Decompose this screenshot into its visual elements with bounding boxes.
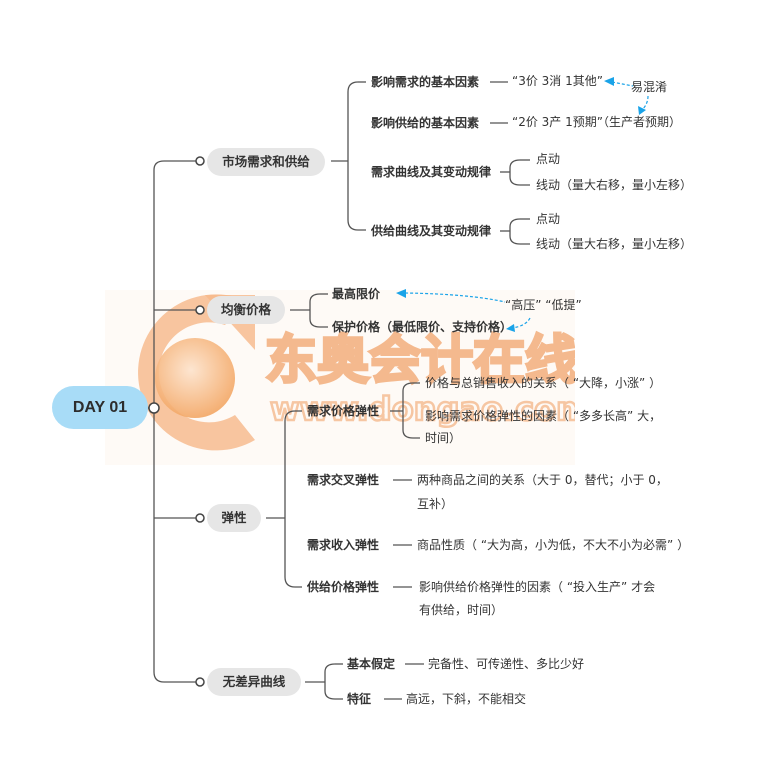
node-supply-curve[interactable]: 供给曲线及其变动规律: [371, 224, 492, 238]
node-demand-factors[interactable]: 影响需求的基本因素: [371, 75, 480, 89]
arrow-head-icon: [506, 324, 515, 332]
branch-equilibrium-price[interactable]: 均衡价格: [207, 296, 285, 324]
node-supply-factors-detail[interactable]: “2价 3产 1预期”（生产者预期）: [512, 115, 681, 129]
arrow-head-icon: [396, 289, 406, 298]
arrow-head-icon: [604, 77, 614, 86]
watermark-logo: 东奥会计在线 www.dongao.com: [105, 290, 575, 465]
node-supply-elasticity-detail[interactable]: 影响供给价格弹性的因素（ “投入生产” 才会: [419, 580, 656, 594]
node-supply-curve-shift[interactable]: 线动（量大右移，量小左移）: [536, 237, 693, 251]
node-income-elasticity-detail[interactable]: 商品性质（ “大为高，小为低，不大不小为必需” ）: [417, 538, 690, 552]
node-cross-elasticity[interactable]: 需求交叉弹性: [307, 473, 380, 487]
node-demand-curve-shift[interactable]: 线动（量大右移，量小左移）: [536, 178, 693, 192]
node-ped-factors-cont[interactable]: 时间）: [425, 431, 462, 445]
annotation-confusable: 易混淆: [631, 80, 668, 94]
arrow-head-icon: [638, 106, 646, 115]
root-node[interactable]: DAY 01: [52, 386, 148, 429]
branch-indifference-curve[interactable]: 无差异曲线: [207, 668, 301, 696]
node-basic-assumptions-detail[interactable]: 完备性、可传递性、多比少好: [428, 657, 585, 671]
node-circle: [195, 305, 205, 315]
node-supply-factors[interactable]: 影响供给的基本因素: [371, 116, 480, 130]
node-ped-revenue[interactable]: 价格与总销售收入的关系（ “大降，小涨” ）: [425, 376, 662, 390]
node-supply-elasticity[interactable]: 供给价格弹性: [307, 580, 380, 594]
node-demand-curve-point[interactable]: 点动: [536, 152, 561, 166]
node-characteristics-detail[interactable]: 高远，下斜，不能相交: [406, 692, 527, 706]
node-demand-curve[interactable]: 需求曲线及其变动规律: [371, 165, 492, 179]
node-circle: [195, 156, 205, 166]
node-income-elasticity[interactable]: 需求收入弹性: [307, 538, 380, 552]
node-basic-assumptions[interactable]: 基本假定: [347, 657, 396, 671]
branch-market-supply-demand[interactable]: 市场需求和供给: [207, 148, 325, 176]
node-price-floor[interactable]: 保护价格（最低限价、支持价格）: [332, 320, 513, 334]
node-price-ceiling[interactable]: 最高限价: [332, 287, 381, 301]
node-demand-factors-detail[interactable]: “3价 3消 1其他”: [512, 74, 603, 88]
annotation-high-low: “高压” “低提”: [505, 298, 582, 312]
branch-elasticity[interactable]: 弹性: [207, 504, 261, 532]
node-circle: [195, 513, 205, 523]
node-circle: [195, 677, 205, 687]
node-ped-factors[interactable]: 影响需求价格弹性的因素（ “多多长高” 大，: [425, 409, 662, 423]
node-supply-curve-point[interactable]: 点动: [536, 212, 561, 226]
node-cross-elasticity-detail[interactable]: 两种商品之间的关系（大于 0，替代；小于 0，: [417, 473, 668, 487]
svg-text:www.dongao.com: www.dongao.com: [270, 390, 575, 428]
svg-text:东奥会计在线: 东奥会计在线: [265, 331, 575, 391]
node-price-elasticity-demand[interactable]: 需求价格弹性: [307, 404, 380, 418]
node-cross-elasticity-detail-cont[interactable]: 互补）: [417, 497, 454, 511]
node-circle: [148, 402, 160, 414]
node-supply-elasticity-detail-cont[interactable]: 有供给，时间）: [419, 603, 504, 617]
node-characteristics[interactable]: 特征: [347, 692, 372, 706]
